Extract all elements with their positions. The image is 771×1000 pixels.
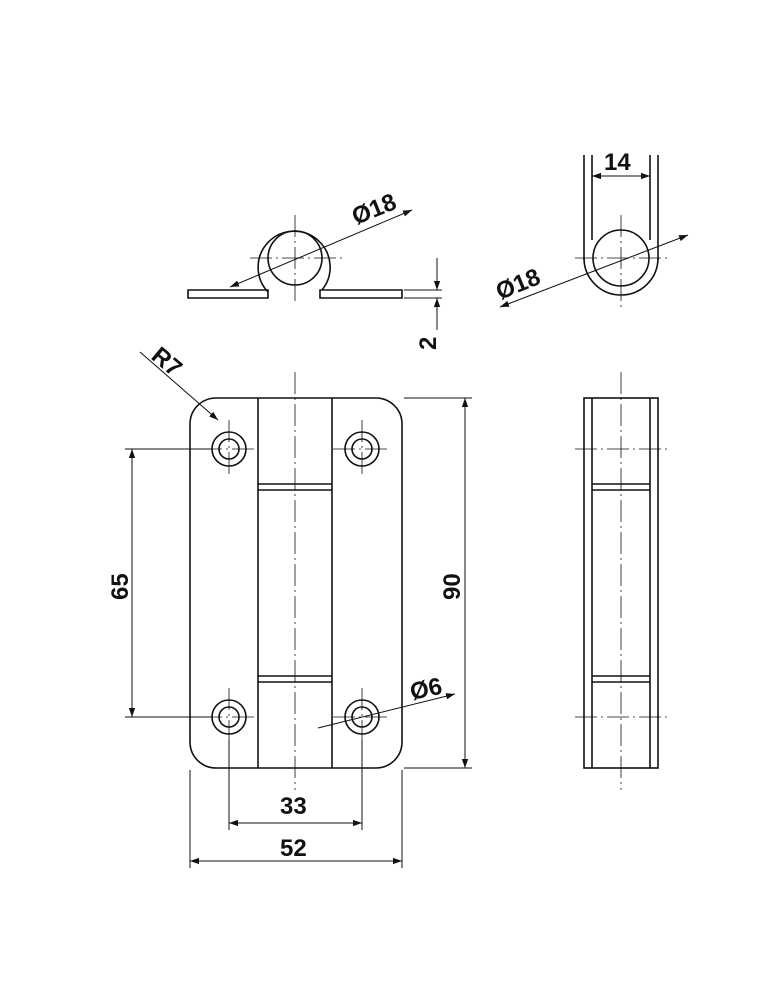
mounting-hole-top-right	[333, 420, 391, 478]
side-end-view: 14 Ø18	[492, 149, 689, 310]
hinge-plate-outline	[189, 397, 403, 769]
side-diameter-label: Ø18	[492, 264, 544, 306]
radius-label: R7	[146, 342, 187, 382]
thickness-label: 2	[415, 337, 442, 350]
mounting-hole-bottom-right	[333, 688, 391, 746]
hole-spacing-horizontal-label: 33	[280, 793, 307, 820]
height-label: 90	[439, 573, 466, 600]
width-label: 52	[280, 835, 307, 862]
hole-spacing-vertical-label: 65	[107, 573, 134, 600]
side-width-label: 14	[604, 149, 631, 176]
top-diameter-label: Ø18	[348, 189, 400, 231]
hole-diameter-label: Ø6	[408, 673, 445, 706]
top-view-left-leaf	[187, 289, 269, 299]
top-view: Ø18 2	[187, 189, 442, 350]
top-view-right-leaf	[319, 289, 403, 299]
side-profile-view	[575, 372, 668, 790]
front-view: R7 65 90 Ø6 33 52	[107, 342, 472, 868]
